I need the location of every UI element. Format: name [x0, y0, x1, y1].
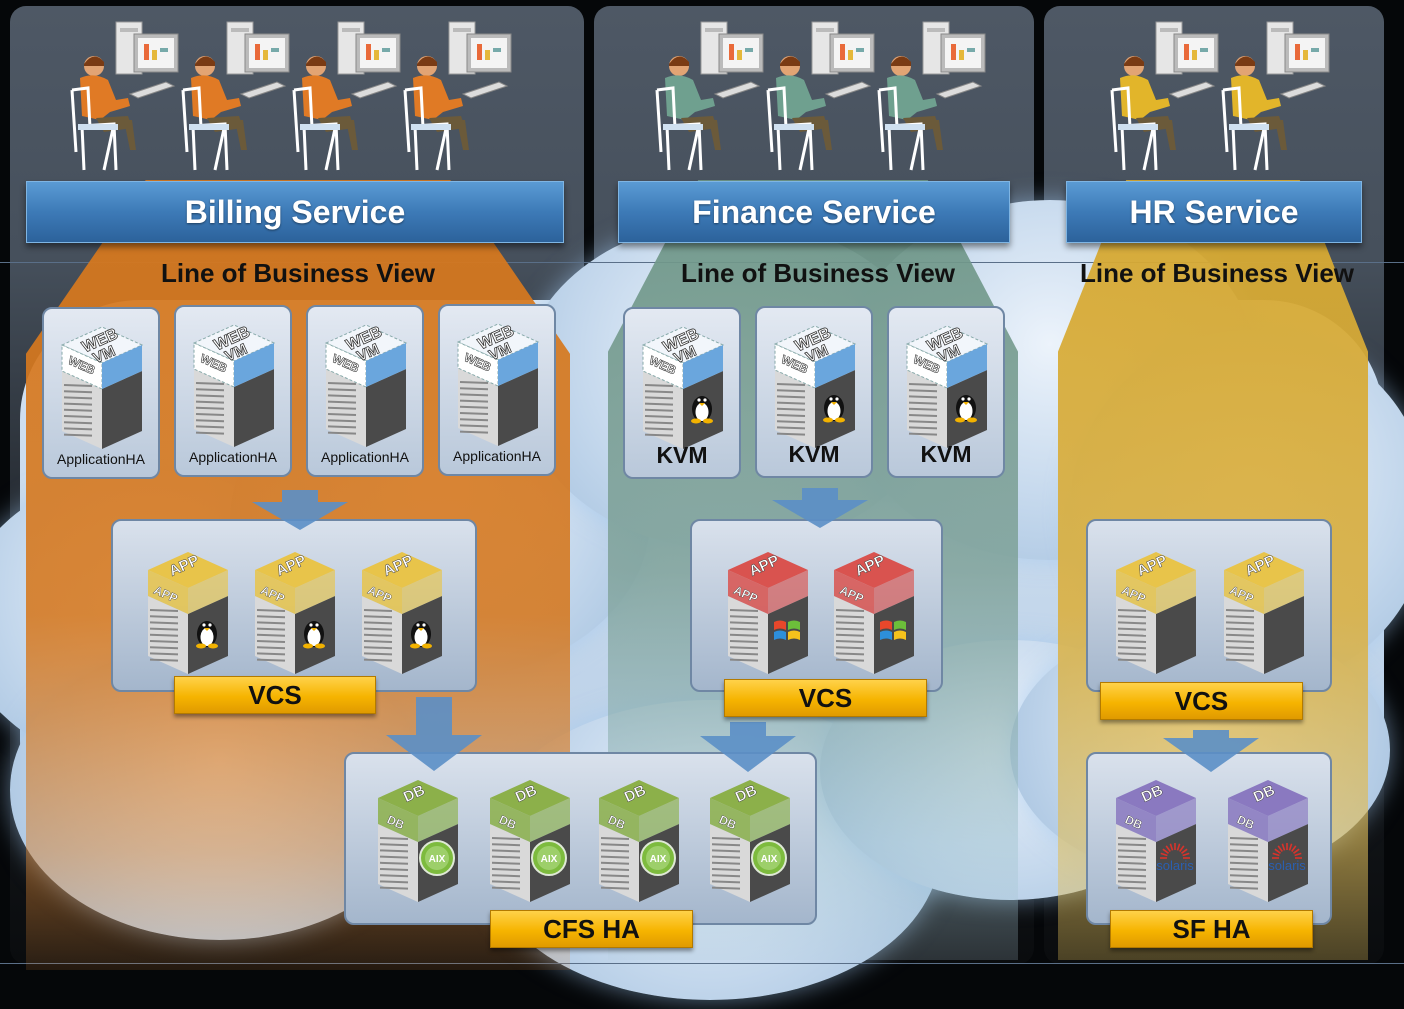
svg-text:AIX: AIX: [541, 854, 558, 865]
billing-lob-title: Line of Business View: [160, 258, 436, 288]
web-vm-server-icon: WEB VM WEB: [186, 313, 282, 456]
svg-text:DB: DB: [1235, 812, 1257, 832]
web-vm-server-icon: WEB VM WEB: [450, 312, 546, 455]
svg-text:VM: VM: [671, 343, 698, 368]
web-vm-server-icon: WEB VM WEB: [54, 315, 150, 458]
arrow-down-icon: [772, 488, 868, 528]
finance-lob-title: Line of Business View: [680, 258, 956, 288]
user-workstation-icon: [70, 20, 180, 185]
user-workstation-icon: [403, 20, 513, 185]
web-vm-server-icon: WEB VM WEB: [899, 314, 995, 457]
user-workstation-icon: [1221, 20, 1331, 185]
arrow-down-icon: [386, 697, 482, 771]
finance-web-vm-card[interactable]: WEB VM WEB KVM: [755, 306, 873, 478]
vm-caption: KVM: [656, 442, 708, 468]
web-vm-server-icon: WEB VM WEB: [318, 313, 414, 456]
finance-service-header: Finance Service: [618, 181, 1010, 243]
user-workstation-icon: [292, 20, 402, 185]
vm-caption: KVM: [920, 441, 972, 467]
finance-web-vm-card[interactable]: WEB VM WEB KVM: [887, 306, 1005, 478]
finance-vcs-label: VCS: [724, 679, 927, 717]
svg-text:DB: DB: [385, 812, 407, 832]
vm-caption: ApplicationHA: [57, 451, 145, 467]
billing-web-vm-card[interactable]: WEB VM WEB ApplicationHA: [306, 305, 424, 477]
user-workstation-icon: [655, 20, 765, 185]
web-vm-server-icon: WEB VM WEB: [635, 315, 731, 458]
vm-caption: ApplicationHA: [453, 448, 541, 464]
svg-text:solaris: solaris: [1268, 858, 1306, 873]
svg-text:DB: DB: [717, 812, 739, 832]
svg-text:solaris: solaris: [1156, 858, 1194, 873]
arrow-down-icon: [252, 490, 348, 530]
svg-text:AIX: AIX: [429, 854, 446, 865]
billing-vcs-label: VCS: [174, 676, 376, 714]
user-workstation-icon: [1110, 20, 1220, 185]
vm-caption: ApplicationHA: [189, 449, 277, 465]
svg-text:DB: DB: [497, 812, 519, 832]
sf-ha-label: SF HA: [1110, 910, 1313, 948]
billing-service-header: Billing Service: [26, 181, 564, 243]
hr-vcs-label: VCS: [1100, 682, 1303, 720]
svg-text:DB: DB: [606, 812, 628, 832]
billing-web-vm-card[interactable]: WEB VM WEB ApplicationHA: [438, 304, 556, 476]
vm-caption: ApplicationHA: [321, 449, 409, 465]
hr-service-header: HR Service: [1066, 181, 1362, 243]
cfs-ha-label: CFS HA: [490, 910, 693, 948]
billing-web-vm-card[interactable]: WEB VM WEB ApplicationHA: [174, 305, 292, 477]
user-workstation-icon: [766, 20, 876, 185]
svg-text:AIX: AIX: [650, 854, 667, 865]
arrow-down-icon: [700, 722, 796, 772]
finance-web-vm-card[interactable]: WEB VM WEB KVM: [623, 307, 741, 479]
billing-web-vm-card[interactable]: WEB VM WEB ApplicationHA: [42, 307, 160, 479]
hr-lob-title: Line of Business View: [1079, 258, 1355, 288]
user-workstation-icon: [877, 20, 987, 185]
arrow-down-icon: [1163, 730, 1259, 772]
svg-text:DB: DB: [1123, 812, 1145, 832]
user-workstation-icon: [181, 20, 291, 185]
svg-text:AIX: AIX: [761, 854, 778, 865]
web-vm-server-icon: WEB VM WEB: [767, 314, 863, 457]
vm-caption: KVM: [788, 441, 840, 467]
